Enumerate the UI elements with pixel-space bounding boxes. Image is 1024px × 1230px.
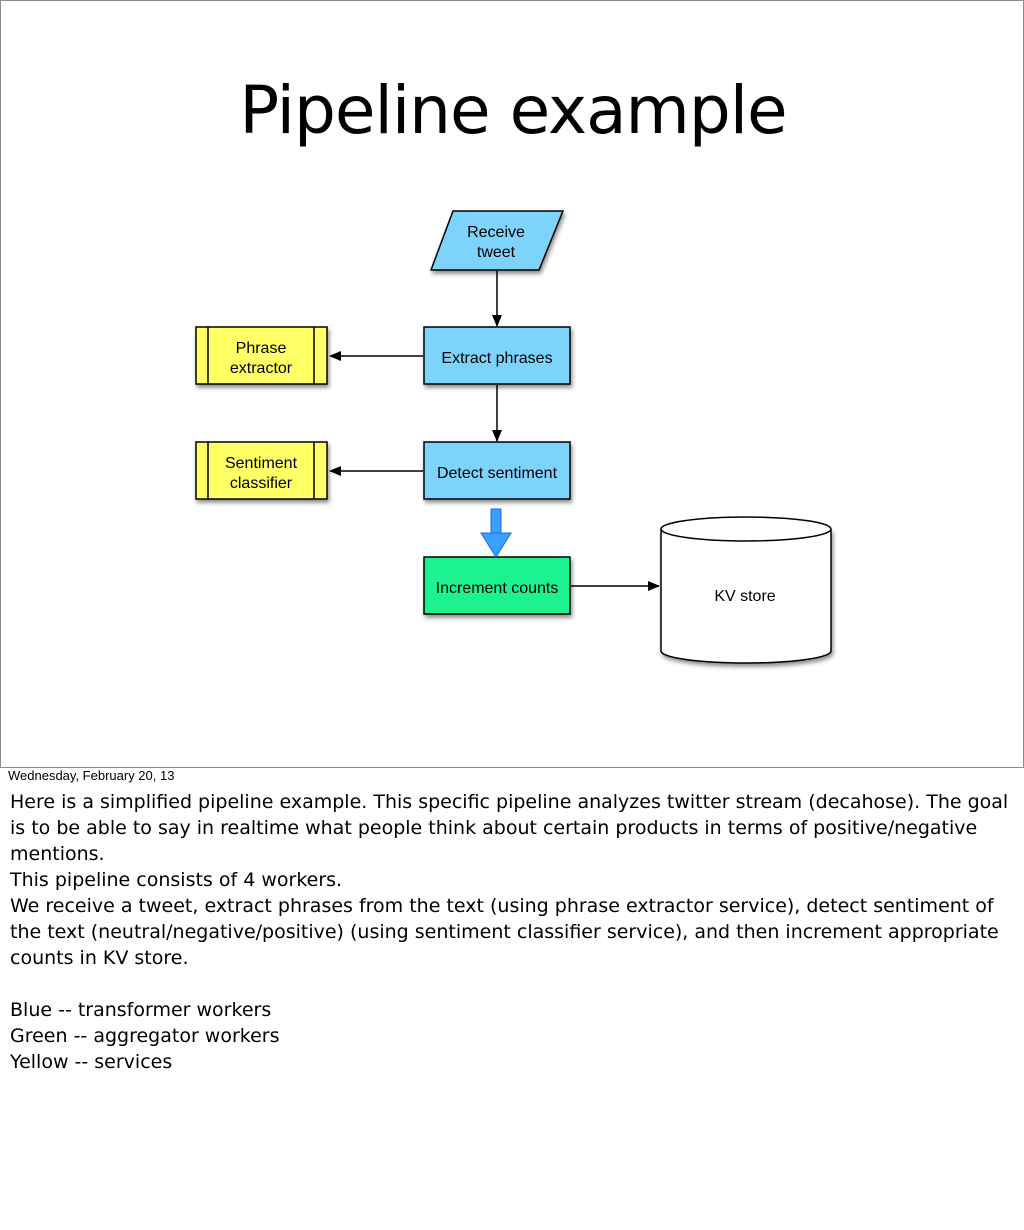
receive-tweet-node: Receive tweet bbox=[429, 210, 565, 271]
sentiment-classifier-box bbox=[195, 441, 328, 500]
increment-counts-node: Increment counts bbox=[423, 556, 571, 615]
detect-sentiment-label: Detect sentiment bbox=[437, 465, 558, 482]
arrow-detect-to-increment bbox=[480, 508, 512, 558]
extract-phrases-label: Extract phrases bbox=[441, 350, 552, 367]
extract-phrases-node: Extract phrases bbox=[423, 326, 571, 385]
kv-store-cylinder bbox=[660, 529, 832, 664]
sentiment-classifier-label-line1: Sentiment bbox=[225, 455, 298, 472]
receive-tweet-label-line2: tweet bbox=[477, 244, 516, 261]
receive-tweet-label-line1: Receive bbox=[467, 224, 525, 241]
sentiment-classifier-label-line2: classifier bbox=[230, 475, 293, 492]
notes-legend-yellow: Yellow -- services bbox=[10, 1051, 173, 1073]
phrase-extractor-label-line1: Phrase bbox=[236, 340, 287, 357]
slide-date: Wednesday, February 20, 13 bbox=[8, 768, 175, 783]
increment-counts-label: Increment counts bbox=[436, 580, 559, 597]
notes-legend-blue: Blue -- transformer workers bbox=[10, 999, 272, 1021]
extract-phrases-box bbox=[423, 326, 571, 385]
increment-counts-box bbox=[423, 556, 571, 615]
sentiment-classifier-node: Sentiment classifier bbox=[195, 441, 328, 500]
phrase-extractor-node: Phrase extractor bbox=[195, 326, 328, 385]
phrase-extractor-box bbox=[195, 326, 328, 385]
notes-paragraph-flow: We receive a tweet, extract phrases from… bbox=[10, 895, 999, 969]
notes-spacer bbox=[10, 971, 1020, 997]
slide-title: Pipeline example bbox=[239, 72, 787, 149]
notes-paragraph-workers: This pipeline consists of 4 workers. bbox=[10, 869, 343, 891]
slide: Pipeline example Receive tweet Extract p… bbox=[0, 0, 1024, 768]
detect-sentiment-node: Detect sentiment bbox=[423, 441, 571, 500]
notes-legend-green: Green -- aggregator workers bbox=[10, 1025, 280, 1047]
kv-store-label: KV store bbox=[714, 588, 775, 605]
notes-paragraph-intro: Here is a simplified pipeline example. T… bbox=[10, 791, 1009, 865]
receive-tweet-shape bbox=[429, 210, 565, 271]
phrase-extractor-label-line2: extractor bbox=[230, 360, 293, 377]
speaker-notes: Here is a simplified pipeline example. T… bbox=[10, 789, 1020, 1075]
kv-store-node: KV store bbox=[660, 516, 832, 664]
kv-store-top bbox=[660, 516, 832, 542]
pipeline-diagram: Receive tweet Extract phrases Detect sen… bbox=[195, 210, 832, 664]
detect-sentiment-box bbox=[423, 441, 571, 500]
